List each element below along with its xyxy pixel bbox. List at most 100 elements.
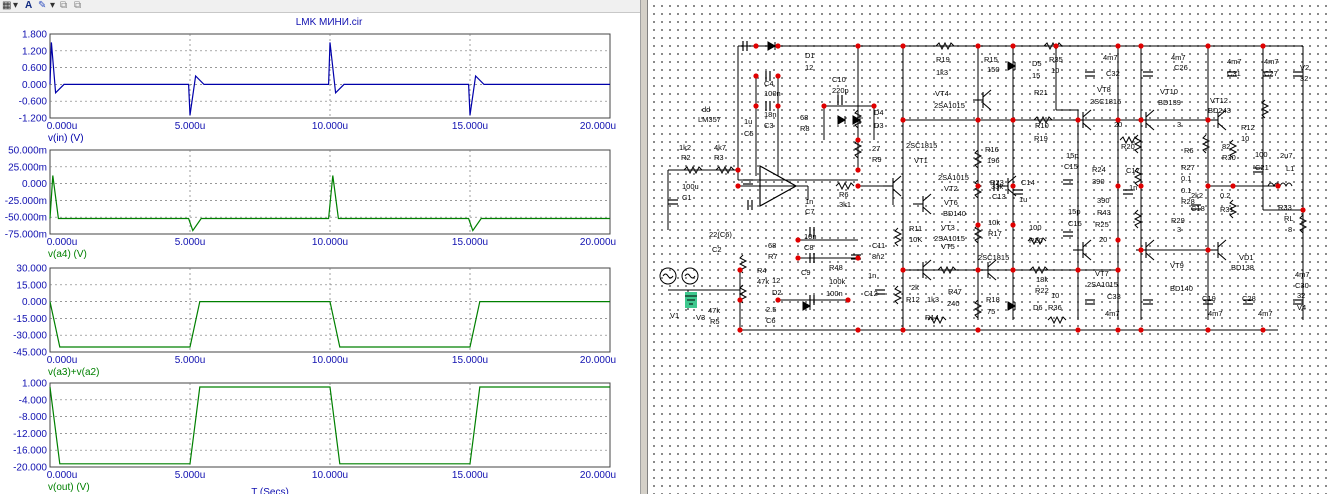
y-tick-label: -12.000 (13, 429, 47, 440)
trace-label: v(in) (V) (48, 133, 84, 144)
font-icon[interactable]: A (25, 0, 33, 11)
component-label: R12 (1241, 123, 1255, 132)
junction-node (855, 167, 861, 173)
resistor (893, 227, 903, 247)
color-icon[interactable]: ✎ (38, 0, 47, 11)
dropdown-arrow-icon[interactable]: ▾ (13, 0, 19, 11)
component-label: 100 (1029, 223, 1042, 232)
x-tick-label: 20.000u (580, 355, 616, 366)
y-tick-label: -20.000 (13, 463, 47, 474)
junction-node (795, 255, 801, 261)
transistor-emitter (922, 272, 932, 281)
component-label: dd (702, 105, 710, 114)
component-label: 2SC1815 (978, 253, 1009, 262)
component-label: 1n (805, 197, 813, 206)
panel-separator[interactable] (640, 0, 648, 494)
resistor (927, 315, 947, 325)
y-tick-label: 50.000m (8, 146, 47, 157)
component-label: 4m7 (1264, 57, 1279, 66)
junction-node (975, 222, 981, 228)
component-label: 390 (1092, 177, 1105, 186)
component-label: C3 (764, 121, 774, 130)
grid-icon[interactable]: ▦ (2, 0, 12, 11)
component-label: 8n2 (872, 252, 885, 261)
component-label: 3 (1177, 225, 1181, 234)
component-label: C1 (682, 193, 692, 202)
component-label: VT12 (1210, 96, 1228, 105)
y-tick-label: 0.000 (22, 297, 47, 308)
junction-node (855, 255, 861, 261)
junction-node (1115, 43, 1121, 49)
component-label: RL (1284, 214, 1294, 223)
transistor-collector (987, 259, 997, 268)
series-line (49, 386, 610, 465)
component-label: 4m7 (1295, 270, 1310, 279)
x-tick-label: 15.000u (452, 355, 488, 366)
junction-node (900, 117, 906, 123)
component-label: 2k2 (1191, 191, 1203, 200)
component-label: R7 (768, 252, 778, 261)
component-label: R25 (1095, 220, 1109, 229)
transistor-emitter (1217, 122, 1227, 131)
junction-node (975, 43, 981, 49)
plot-2: 50.000m25.000m0.000-25.000m-50.000m-75.0… (5, 146, 616, 261)
y-tick-label: -50.000m (5, 213, 47, 224)
junction-node (1010, 267, 1016, 273)
x-tick-label: 10.000u (312, 355, 348, 366)
resistor (973, 224, 983, 244)
component-label: 10n (804, 232, 817, 241)
component-label: 82 (1222, 142, 1230, 151)
junction-node (735, 167, 741, 173)
component-label: 18n (764, 110, 777, 119)
component-label: 196 (987, 156, 1000, 165)
component-label: C16 (1068, 219, 1082, 228)
y-tick-label: -75.000m (5, 230, 47, 241)
component-label: C6 (766, 316, 776, 325)
series-line (49, 42, 610, 116)
dropdown-arrow-icon[interactable]: ▾ (50, 0, 56, 11)
capacitors (668, 41, 1303, 305)
diode (802, 301, 812, 311)
component-label: 1k3 (927, 295, 939, 304)
junction-node (1115, 183, 1121, 189)
x-tick-label: 10.000u (312, 121, 348, 132)
y-tick-label: 0.000 (22, 80, 47, 91)
component-label: R35 (1049, 55, 1063, 64)
component-label: R5 (710, 317, 720, 326)
resistor (1260, 99, 1270, 119)
component-label: VD1 (1239, 253, 1254, 262)
component-label: 20 (1114, 120, 1122, 129)
junction-node (1053, 43, 1059, 49)
component-label: 240 (947, 299, 960, 308)
resistor (1133, 134, 1143, 154)
transistor-collector (1082, 239, 1092, 248)
plot-4: 1.000-4.000-8.000-12.000-16.000-20.0000.… (13, 379, 616, 494)
component-label: D5 (1032, 59, 1042, 68)
transistor-emitter (982, 102, 992, 111)
junction-node (1230, 183, 1236, 189)
y-tick-label: 1.800 (22, 30, 47, 41)
x-tick-label: 0.000u (47, 237, 78, 248)
transistor-collector (1007, 175, 1017, 184)
y-tick-label: -16.000 (13, 446, 47, 457)
component-label: 150 (987, 65, 1000, 74)
junction-node (1010, 43, 1016, 49)
resistor (1201, 134, 1211, 154)
transistors (883, 89, 1227, 281)
paste-icon[interactable]: ⧉ (74, 0, 82, 11)
junction-node (753, 43, 759, 49)
copy-icon[interactable]: ⧉ (60, 0, 68, 11)
junction-node (1205, 117, 1211, 123)
component-label: 1k3 (936, 68, 948, 77)
component-label: R30 (1222, 153, 1236, 162)
y-tick-label: -8.000 (19, 412, 48, 423)
time-axis-label: T (Secs) (251, 487, 289, 494)
component-label: 3 (1177, 120, 1181, 129)
transistor-emitter (1217, 252, 1227, 261)
component-label: D1 (805, 51, 815, 60)
junction-node (775, 73, 781, 79)
